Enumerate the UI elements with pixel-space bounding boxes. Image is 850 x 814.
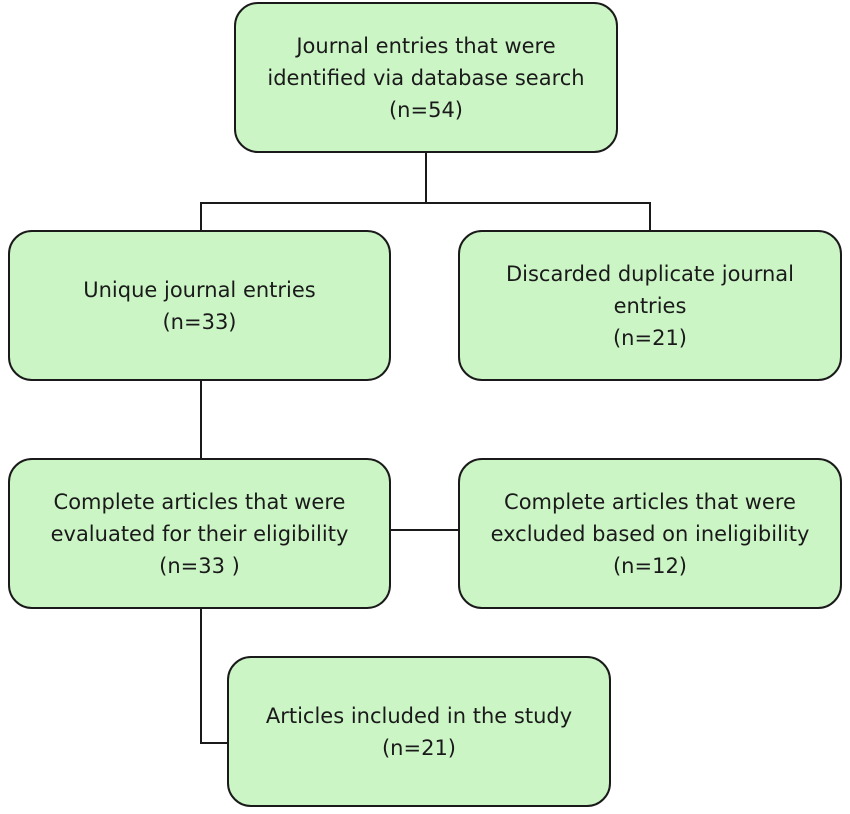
- node-discarded-duplicates: Discarded duplicate journal entries (n=2…: [458, 230, 842, 381]
- node-unique-count: (n=33): [162, 309, 237, 334]
- node-identified-records: Journal entries that were identified via…: [234, 2, 618, 153]
- node-included-articles: Articles included in the study (n=21): [227, 656, 611, 807]
- node-discarded-line-2: entries: [613, 293, 687, 318]
- node-evaluated-articles: Complete articles that were evaluated fo…: [8, 458, 391, 609]
- connector-identified-to-discarded: [426, 202, 651, 230]
- connector-evaluated-to-included: [200, 609, 227, 744]
- node-unique-entries: Unique journal entries (n=33): [8, 230, 391, 381]
- node-identified-count: (n=54): [388, 97, 463, 122]
- node-evaluated-count: (n=33 ): [159, 553, 240, 578]
- node-identified-line-1: Journal entries that were: [296, 33, 556, 58]
- node-excluded-line-1: Complete articles that were: [504, 489, 796, 514]
- connector-identified-to-unique: [200, 202, 426, 230]
- node-discarded-count: (n=21): [612, 325, 687, 350]
- node-excluded-articles: Complete articles that were excluded bas…: [458, 458, 842, 609]
- node-excluded-line-2: excluded based on ineligibility: [490, 521, 810, 546]
- node-included-count: (n=21): [381, 735, 456, 760]
- node-identified-line-2: identified via database search: [267, 65, 585, 90]
- node-evaluated-line-1: Complete articles that were: [53, 489, 346, 514]
- node-evaluated-line-2: evaluated for their eligibility: [50, 521, 349, 546]
- node-excluded-count: (n=12): [612, 553, 687, 578]
- node-included-line-1: Articles included in the study: [265, 703, 573, 728]
- node-discarded-line-1: Discarded duplicate journal: [505, 261, 795, 286]
- node-unique-line-1: Unique journal entries: [83, 277, 316, 302]
